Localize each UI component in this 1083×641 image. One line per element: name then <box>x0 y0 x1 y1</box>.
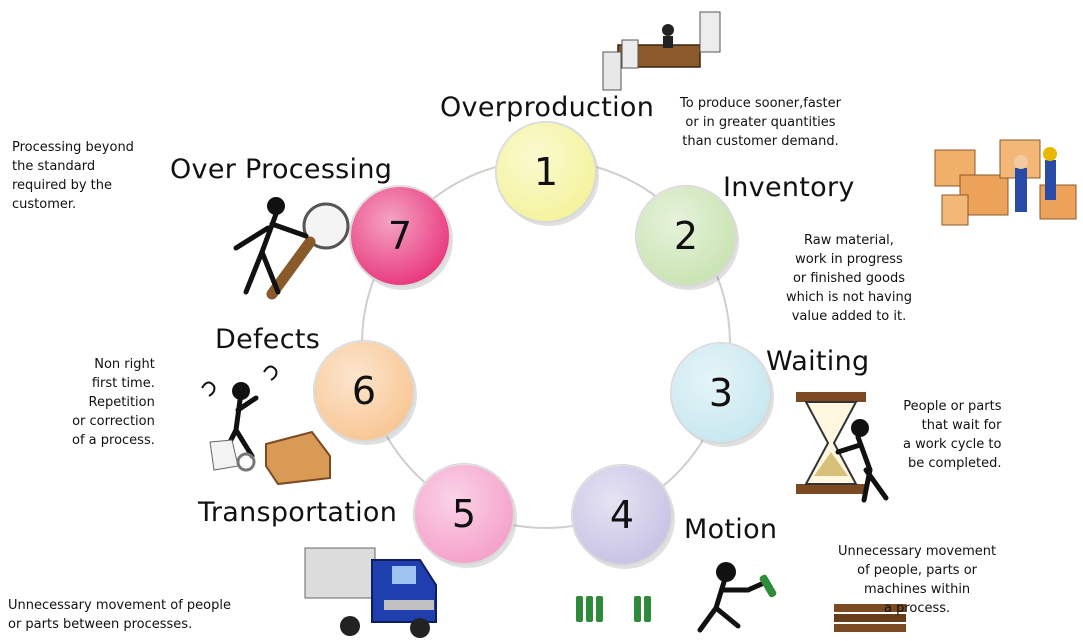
desc-line: required by the <box>12 178 113 193</box>
desc-line: People or parts <box>903 399 1002 414</box>
desc-line: or correction <box>72 414 155 429</box>
desc-line: Unnecessary movement <box>838 544 997 559</box>
confused-person-icon <box>201 365 331 486</box>
boxes-icon <box>934 139 1077 226</box>
desc-line: To produce sooner,faster <box>680 96 842 111</box>
desc-line: Non right <box>94 357 155 372</box>
node-highlight <box>671 343 771 443</box>
title-overproduction: Overproduction <box>440 92 655 123</box>
magnifying-glass-icon <box>233 197 350 300</box>
desc-overproduction: To produce sooner,faster or in greater q… <box>680 94 841 151</box>
desc-line: be completed. <box>907 456 1002 471</box>
desc-line: Processing beyond <box>12 140 134 155</box>
desc-line: of people, parts or <box>857 563 977 578</box>
desc-motion: Unnecessary movement of people, parts or… <box>838 542 996 618</box>
node-highlight <box>414 464 514 564</box>
hourglass-icon <box>796 392 889 503</box>
title-waiting: Waiting <box>766 346 870 377</box>
desc-line: or parts between processes. <box>8 617 193 632</box>
title-defects: Defects <box>215 324 321 355</box>
node-number: 6 <box>352 369 376 413</box>
node-number: 1 <box>534 150 558 194</box>
node-number: 4 <box>610 493 634 537</box>
bottles-icon <box>576 596 651 622</box>
waste-node-5: 5 <box>413 463 517 568</box>
truck-icon <box>304 547 437 638</box>
desc-line: that wait for <box>921 418 1002 433</box>
desc-waiting: People or parts that wait for a work cyc… <box>903 397 1001 473</box>
desc-line: which is not having <box>786 290 912 305</box>
desc-line: than customer demand. <box>682 134 839 149</box>
desc-line: value added to it. <box>791 309 907 324</box>
waste-node-1: 1 <box>495 121 599 226</box>
desc-line: Raw material, <box>804 233 894 248</box>
desc-over-processing: Processing beyond the standard required … <box>12 138 134 214</box>
node-highlight <box>314 341 414 441</box>
node-highlight <box>350 186 450 286</box>
desc-inventory: Raw material, work in progress or finish… <box>786 231 912 326</box>
waste-node-3: 3 <box>670 342 774 447</box>
desc-line: of a process. <box>72 433 155 448</box>
node-highlight <box>572 465 672 565</box>
desc-line: Repetition <box>88 395 155 410</box>
desc-line: or in greater quantities <box>685 115 836 130</box>
desc-line: the standard <box>12 159 96 174</box>
desc-line: first time. <box>91 376 155 391</box>
node-number: 2 <box>674 214 698 258</box>
title-over-processing: Over Processing <box>170 154 393 185</box>
pallet-icon <box>834 604 906 632</box>
node-number: 5 <box>452 492 476 536</box>
waste-node-4: 4 <box>571 464 675 569</box>
waste-node-6: 6 <box>313 340 417 445</box>
desc-line: work in progress <box>795 252 903 267</box>
desc-transportation: Unnecessary movement of people or parts … <box>8 596 231 634</box>
title-motion: Motion <box>684 514 778 545</box>
desc-line: customer. <box>12 197 77 212</box>
desc-line: machines within <box>863 582 971 597</box>
desc-line: a process. <box>883 601 951 616</box>
node-number: 3 <box>709 371 733 415</box>
desc-line: a work cycle to <box>903 437 1002 452</box>
running-person-icon <box>697 562 777 633</box>
desc-line: Unnecessary movement of people <box>8 598 231 613</box>
waste-node-7: 7 <box>349 185 453 290</box>
waste-node-2: 2 <box>635 185 739 290</box>
node-highlight <box>636 186 736 286</box>
paperwork-desk-icon <box>602 11 721 91</box>
desc-defects: Non right first time. Repetition or corr… <box>72 355 155 450</box>
title-transportation: Transportation <box>198 497 398 528</box>
node-number: 7 <box>388 214 412 258</box>
title-inventory: Inventory <box>723 172 855 203</box>
desc-line: or finished goods <box>792 271 905 286</box>
node-highlight <box>496 122 596 222</box>
